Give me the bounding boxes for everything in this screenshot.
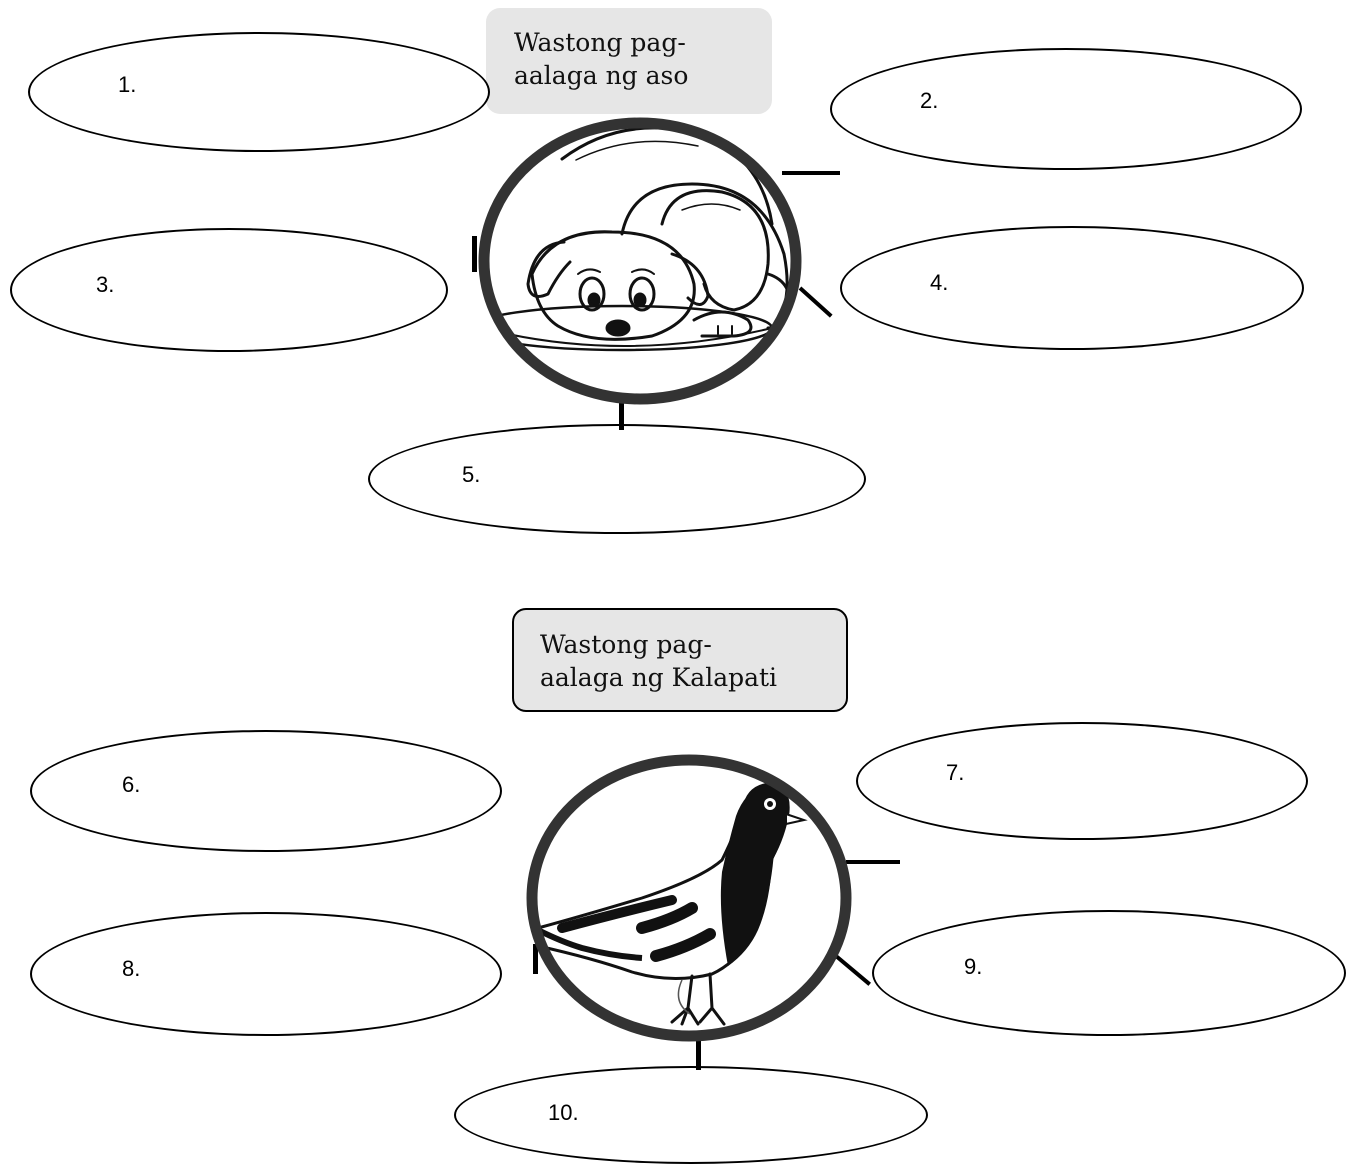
- answer-number-1: 1.: [118, 72, 137, 97]
- answer-number-7: 7.: [946, 760, 965, 785]
- answer-oval-3[interactable]: 3.: [10, 228, 448, 352]
- dog-title-line-1: Wastong pag-: [514, 28, 686, 57]
- pigeon-title-line-2: aalaga ng Kalapati: [540, 663, 778, 692]
- dog-picture-circle: [472, 114, 808, 408]
- answer-number-2: 2.: [920, 88, 939, 113]
- pigeon-connector-left: [533, 944, 538, 974]
- answer-number-3: 3.: [96, 272, 115, 297]
- answer-oval-4[interactable]: 4.: [840, 226, 1304, 350]
- dog-title-line-2: aalaga ng aso: [514, 61, 689, 90]
- dog-title-box: Wastong pag- aalaga ng aso: [486, 8, 772, 114]
- answer-number-6: 6.: [122, 772, 141, 797]
- dog-connector-left: [472, 236, 477, 272]
- answer-number-10: 10.: [548, 1100, 579, 1125]
- pigeon-connector-right-top: [846, 860, 900, 864]
- answer-number-9: 9.: [964, 954, 983, 979]
- pigeon-connector-bottom: [696, 1040, 701, 1070]
- answer-oval-2[interactable]: 2.: [830, 48, 1302, 170]
- pigeon-title-box: Wastong pag- aalaga ng Kalapati: [512, 608, 848, 712]
- answer-oval-5[interactable]: 5.: [368, 424, 866, 534]
- pigeon-picture-circle: [522, 752, 856, 1044]
- answer-oval-10[interactable]: 10.: [454, 1066, 928, 1164]
- answer-oval-6[interactable]: 6.: [30, 730, 502, 852]
- pigeon-title-line-1: Wastong pag-: [540, 630, 712, 659]
- answer-oval-8[interactable]: 8.: [30, 912, 502, 1036]
- answer-oval-7[interactable]: 7.: [856, 722, 1308, 840]
- dog-connector-right-top: [782, 171, 840, 175]
- answer-number-8: 8.: [122, 956, 141, 981]
- answer-number-5: 5.: [462, 462, 481, 487]
- dog-connector-bottom: [619, 398, 624, 430]
- answer-oval-1[interactable]: 1.: [28, 32, 490, 152]
- answer-oval-9[interactable]: 9.: [872, 910, 1346, 1036]
- pigeon-icon: [536, 782, 808, 1026]
- answer-number-4: 4.: [930, 270, 949, 295]
